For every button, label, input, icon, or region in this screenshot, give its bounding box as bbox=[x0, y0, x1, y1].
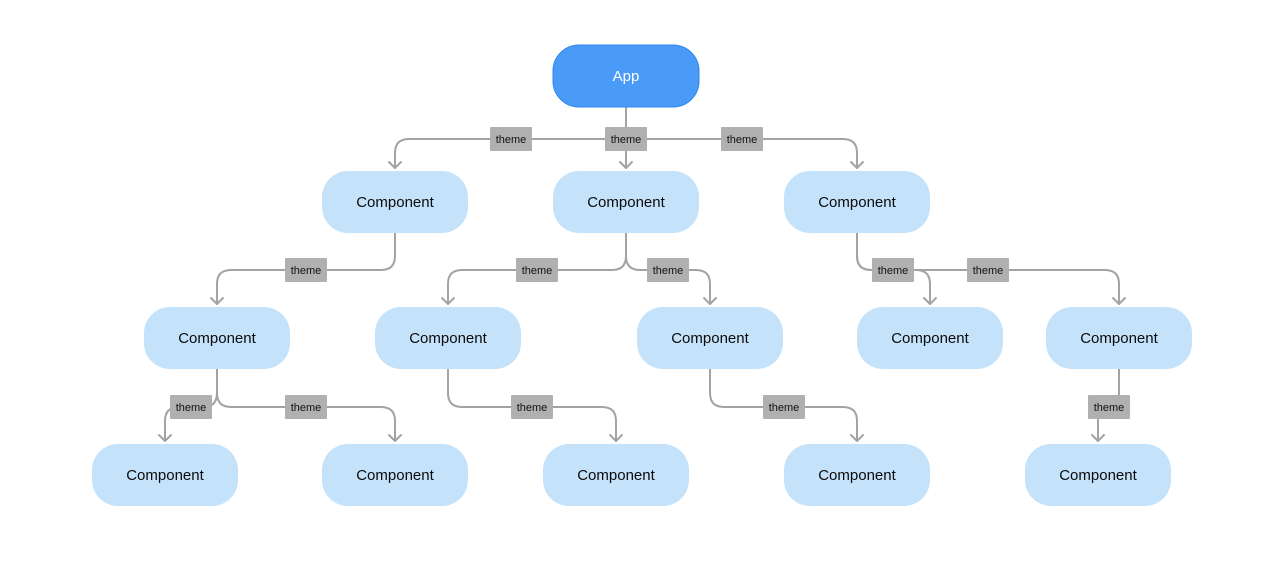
edge-label: theme bbox=[763, 395, 805, 419]
edge-label-text: theme bbox=[496, 134, 527, 146]
edge-label: theme bbox=[170, 395, 212, 419]
edge-label-text: theme bbox=[769, 402, 800, 414]
arrowhead-icon bbox=[441, 297, 455, 305]
component-node-box bbox=[784, 171, 930, 233]
arrowhead-icon bbox=[619, 161, 633, 169]
edge-label: theme bbox=[872, 258, 914, 282]
arrowhead-icon bbox=[850, 434, 864, 442]
edge-label-box bbox=[285, 395, 327, 419]
component-node-label: Component bbox=[671, 330, 749, 347]
edge-label: theme bbox=[490, 127, 532, 151]
component-node: Component bbox=[144, 307, 290, 369]
component-node-box bbox=[637, 307, 783, 369]
component-node-box bbox=[322, 171, 468, 233]
arrowhead-icon bbox=[210, 297, 224, 305]
edge-label: theme bbox=[511, 395, 553, 419]
component-node-box bbox=[543, 444, 689, 506]
component-node: Component bbox=[92, 444, 238, 506]
component-node: Component bbox=[857, 307, 1003, 369]
edge-label-box bbox=[490, 127, 532, 151]
arrowhead-icon bbox=[923, 297, 937, 305]
component-node-box bbox=[375, 307, 521, 369]
component-node: Component bbox=[322, 171, 468, 233]
component-node-box bbox=[553, 171, 699, 233]
component-node: Component bbox=[1046, 307, 1192, 369]
component-node-box bbox=[857, 307, 1003, 369]
component-node: Component bbox=[553, 171, 699, 233]
component-node-label: Component bbox=[356, 467, 434, 484]
component-node-label: Component bbox=[587, 194, 665, 211]
arrowhead-icon bbox=[1112, 297, 1126, 305]
app-node-box bbox=[552, 44, 700, 108]
component-node-label: Component bbox=[818, 194, 896, 211]
edge-label-text: theme bbox=[1094, 402, 1125, 414]
arrowhead-icon bbox=[609, 434, 623, 442]
component-node-label: Component bbox=[1059, 467, 1137, 484]
edge-label-box bbox=[516, 258, 558, 282]
edge-label-text: theme bbox=[653, 265, 684, 277]
edge-label-text: theme bbox=[176, 402, 207, 414]
edge-label-box bbox=[763, 395, 805, 419]
app-node-label: App bbox=[613, 68, 640, 85]
component-node-box bbox=[322, 444, 468, 506]
edge-label-text: theme bbox=[727, 134, 758, 146]
edge-label: theme bbox=[516, 258, 558, 282]
edge-label: theme bbox=[967, 258, 1009, 282]
component-node-label: Component bbox=[818, 467, 896, 484]
edge-label: theme bbox=[647, 258, 689, 282]
component-node-label: Component bbox=[891, 330, 969, 347]
arrowhead-icon bbox=[158, 434, 172, 442]
edge-label-box bbox=[872, 258, 914, 282]
edge-label: theme bbox=[605, 127, 647, 151]
component-node-box bbox=[1046, 307, 1192, 369]
edge-label-box bbox=[967, 258, 1009, 282]
edge-label-text: theme bbox=[611, 134, 642, 146]
edge-label-text: theme bbox=[522, 265, 553, 277]
edge-label-box bbox=[285, 258, 327, 282]
edge-label-box bbox=[170, 395, 212, 419]
arrowhead-icon bbox=[703, 297, 717, 305]
edge-label-text: theme bbox=[973, 265, 1004, 277]
edge-label-box bbox=[721, 127, 763, 151]
component-node: Component bbox=[1025, 444, 1171, 506]
edge-labels-layer: theme theme theme theme theme theme theme theme… bbox=[170, 127, 1130, 419]
component-node: Component bbox=[637, 307, 783, 369]
edge-label-box bbox=[1088, 395, 1130, 419]
component-node-label: Component bbox=[126, 467, 204, 484]
component-node-box bbox=[1025, 444, 1171, 506]
app-node: App bbox=[552, 44, 700, 108]
component-node-label: Component bbox=[178, 330, 256, 347]
component-node-box bbox=[92, 444, 238, 506]
edge-label: theme bbox=[1088, 395, 1130, 419]
component-node-box bbox=[144, 307, 290, 369]
component-node-box bbox=[784, 444, 930, 506]
edge-label: theme bbox=[285, 258, 327, 282]
edge-label: theme bbox=[285, 395, 327, 419]
arrowhead-icon bbox=[388, 161, 402, 169]
edge-label-text: theme bbox=[291, 265, 322, 277]
component-node-label: Component bbox=[1080, 330, 1158, 347]
component-node-label: Component bbox=[577, 467, 655, 484]
arrowhead-icon bbox=[1091, 434, 1105, 442]
edge-label-box bbox=[605, 127, 647, 151]
component-node: Component bbox=[784, 171, 930, 233]
component-node: Component bbox=[543, 444, 689, 506]
component-node-label: Component bbox=[409, 330, 487, 347]
edge-label-box bbox=[511, 395, 553, 419]
component-node: Component bbox=[784, 444, 930, 506]
arrowhead-icon bbox=[850, 161, 864, 169]
edge-label: theme bbox=[721, 127, 763, 151]
component-node: Component bbox=[375, 307, 521, 369]
edge-label-text: theme bbox=[878, 265, 909, 277]
edge-label-box bbox=[647, 258, 689, 282]
component-node: Component bbox=[322, 444, 468, 506]
arrowhead-icon bbox=[388, 434, 402, 442]
edge-label-text: theme bbox=[517, 402, 548, 414]
edge-label-text: theme bbox=[291, 402, 322, 414]
component-node-label: Component bbox=[356, 194, 434, 211]
